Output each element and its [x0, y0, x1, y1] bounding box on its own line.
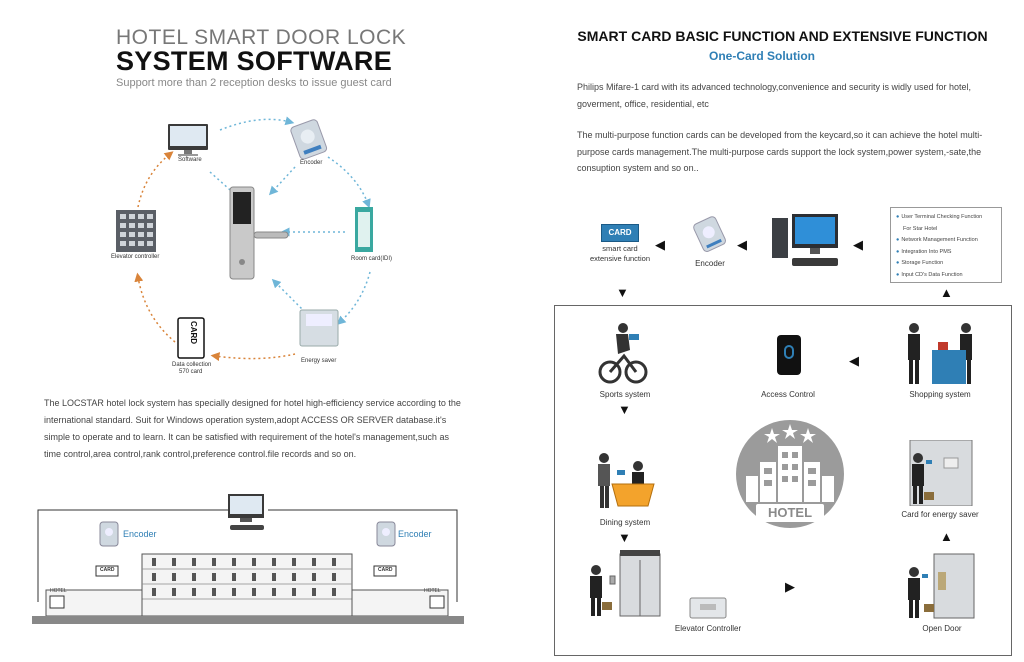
- open-door-label: Open Door: [922, 624, 962, 633]
- arrow-left-icon: ◀: [655, 237, 665, 252]
- arrow-right-icon: ▶: [785, 579, 795, 594]
- left-description: The LOCSTAR hotel lock system has specia…: [44, 398, 461, 459]
- elevator-controller-icon: [689, 597, 727, 619]
- arrow-left-icon: ◀: [853, 237, 863, 252]
- building-encoder-left: Encoder: [123, 529, 157, 539]
- access-control-icon: [777, 335, 801, 375]
- right-title: SMART CARD BASIC FUNCTION AND EXTENSIVE …: [577, 28, 988, 44]
- energy-saver-label: Card for energy saver: [901, 510, 979, 519]
- label-room-card: Room card(IDI): [351, 256, 393, 262]
- sports-label: Sports system: [599, 390, 651, 399]
- shopping-label: Shopping system: [909, 390, 971, 399]
- building-card-right: CARD: [378, 567, 393, 573]
- energy-saver-icon: [909, 440, 973, 506]
- elevator-icon: [590, 550, 661, 617]
- arrow-down-icon: ▼: [618, 402, 631, 417]
- dining-icon: [598, 453, 655, 508]
- arrow-up-icon: ▲: [940, 285, 953, 300]
- encoder-label: Encoder: [695, 259, 725, 268]
- function-item: For Star Hotel: [903, 225, 938, 232]
- hotel-badge-text: HOTEL: [767, 505, 813, 520]
- smart-card-label-1: smart card: [602, 244, 638, 253]
- left-title-light: HOTEL SMART DOOR LOCK: [116, 26, 407, 49]
- right-paragraph-1: Philips Mifare-1 card with its advanced …: [577, 82, 972, 109]
- encoder-icon: [693, 216, 726, 252]
- left-title-bold: SYSTEM SOFTWARE: [116, 46, 393, 76]
- access-control-label: Access Control: [761, 390, 815, 399]
- arrow-left-icon: ◀: [737, 237, 747, 252]
- dining-label: Dining system: [599, 518, 651, 527]
- elevator-controller-label: Elevator Controller: [674, 624, 742, 633]
- building-hotel-left: HOTEL: [50, 588, 67, 594]
- function-item: ●Storage Function: [896, 260, 944, 266]
- right-subtitle: One-Card Solution: [709, 49, 815, 63]
- function-item: ●User Terminal Checking Function: [896, 214, 983, 220]
- function-item: ●Input CD's Data Function: [896, 271, 963, 278]
- function-item: ●Integration Into PMS: [896, 248, 952, 255]
- shopping-icon: [908, 323, 972, 384]
- building-card-left: CARD: [100, 567, 115, 573]
- right-paragraph-2: The multi-purpose function cards can be …: [577, 130, 983, 173]
- open-door-icon: [908, 553, 975, 619]
- label-data-collection-2: 570 card: [179, 369, 203, 375]
- hotel-building-diagram: [32, 494, 464, 624]
- building-hotel-right: HOTEL: [424, 588, 441, 594]
- smart-card-icon: CARD: [601, 224, 639, 242]
- arrow-left-icon: ◀: [849, 353, 859, 368]
- arrow-down-icon: ▼: [616, 285, 629, 300]
- label-energy-saver: Energy saver: [301, 358, 337, 364]
- building-encoder-right: Encoder: [398, 529, 432, 539]
- arrow-down-icon: ▼: [618, 530, 631, 545]
- one-card-system-box: [554, 305, 1012, 656]
- arrow-up-icon: ▲: [940, 529, 953, 544]
- data-collection-card-text: CARD: [189, 320, 199, 345]
- computer-icon: [772, 214, 838, 266]
- label-elevator-controller: Elevator controller: [111, 254, 160, 260]
- label-encoder: Encoder: [300, 160, 323, 166]
- smart-card-label-2: extensive function: [589, 254, 651, 263]
- system-cycle-diagram: [116, 116, 373, 362]
- label-data-collection: Data collection: [172, 362, 212, 368]
- hotel-badge-icon: [736, 420, 844, 528]
- function-item: ●Network Management Function: [896, 237, 978, 243]
- label-software: Software: [178, 157, 202, 163]
- sports-icon: [598, 323, 648, 384]
- function-list: ●User Terminal Checking Function For Sta…: [890, 207, 1002, 283]
- left-subtitle: Support more than 2 reception desks to i…: [116, 77, 392, 89]
